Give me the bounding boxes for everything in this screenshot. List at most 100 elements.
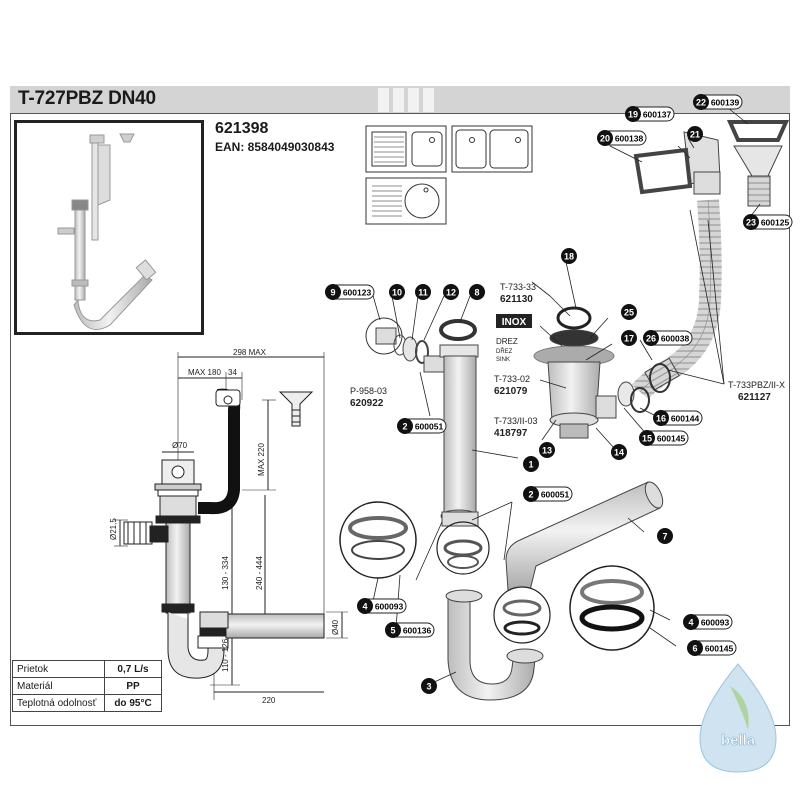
annotation: P-958-03	[350, 386, 387, 396]
part-code: 600093	[701, 618, 730, 628]
part-number: 4	[362, 602, 367, 612]
annotation: T-733-02	[494, 374, 530, 384]
part-number: 6	[692, 644, 697, 654]
part-number: 18	[564, 252, 574, 262]
part-number: 15	[642, 434, 652, 444]
part-badge: 21	[687, 126, 703, 142]
part-number: 12	[446, 288, 456, 298]
sink-type-icons	[365, 125, 533, 225]
part-badge: 14	[611, 444, 627, 460]
part-number-circle	[389, 284, 405, 300]
annotation: 621127	[738, 392, 771, 403]
part-badge: 12	[443, 284, 459, 300]
sink-icon	[365, 177, 447, 225]
dimension-drawing	[114, 352, 348, 700]
part-code: 600093	[375, 602, 404, 612]
part-number-circle	[611, 444, 627, 460]
spec-label: Prietok	[12, 660, 105, 678]
part-badge: 7	[657, 528, 673, 544]
part-code: 600144	[671, 414, 700, 424]
dim-110-126: 110 - 126	[221, 638, 230, 672]
sink-icon	[451, 125, 533, 173]
part-badge: 600145 6	[687, 640, 737, 656]
part-number-circle	[653, 410, 669, 426]
dim-max-180: MAX 180	[188, 368, 221, 377]
part-number-circle	[443, 284, 459, 300]
spec-value: do 95°C	[104, 694, 162, 712]
title-stripe	[378, 88, 389, 112]
spec-value: PP	[104, 677, 162, 695]
dim-298-max: 298 MAX	[233, 348, 267, 357]
dim-130-334: 130 - 334	[221, 556, 230, 590]
part-badge: 600125 23	[743, 214, 793, 230]
annotation: T-733-33	[500, 282, 536, 292]
part-number-circle	[693, 94, 709, 110]
part-number: 23	[746, 218, 756, 228]
part-badge: 25	[621, 304, 637, 320]
part-badge: 10	[389, 284, 405, 300]
part-number: 4	[688, 618, 693, 628]
part-number-circle	[561, 248, 577, 264]
part-number-circle	[643, 330, 659, 346]
part-number: 8	[474, 288, 479, 298]
spec-label: Materiál	[12, 677, 105, 695]
bella-logo: bella	[699, 663, 777, 773]
part-number-circle	[621, 304, 637, 320]
dim-40: Ø40	[331, 619, 340, 635]
part-code: 600123	[343, 288, 372, 298]
part-number-circle	[639, 430, 655, 446]
annotation: SINK	[496, 357, 510, 363]
dim-34: 34	[228, 368, 237, 377]
part-number-circle	[325, 284, 341, 300]
title-stripe	[408, 88, 419, 112]
product-code: 621398	[215, 120, 269, 137]
part-number: 13	[542, 446, 552, 456]
part-number-circle	[469, 284, 485, 300]
part-number: 2	[528, 490, 533, 500]
part-badge: 600051 2	[523, 486, 573, 502]
part-number-circle	[357, 598, 373, 614]
brand-name: bella	[721, 732, 756, 749]
exploded-view	[339, 107, 790, 701]
part-number-circle	[657, 528, 673, 544]
part-badge: 18	[561, 248, 577, 264]
spec-value: 0,7 L/s	[104, 660, 162, 678]
part-number: 22	[696, 98, 706, 108]
part-badge: 11	[415, 284, 431, 300]
part-code: 600145	[705, 644, 734, 654]
part-number-circle	[523, 456, 539, 472]
part-code: 600051	[541, 490, 570, 500]
part-number: 5	[390, 626, 395, 636]
part-number-circle	[687, 640, 703, 656]
part-code: 600137	[643, 110, 672, 120]
dim-max-220: MAX 220	[257, 443, 266, 476]
inox-label: INOX	[502, 317, 527, 328]
part-number-circle	[385, 622, 401, 638]
sink-icon	[365, 125, 447, 173]
part-number-circle	[687, 126, 703, 142]
part-code: 600125	[761, 218, 790, 228]
part-number-circle	[523, 486, 539, 502]
part-code: 600136	[403, 626, 432, 636]
product-title: T-727PBZ DN40	[18, 88, 156, 109]
product-photo	[57, 133, 157, 330]
ean-code: EAN: 8584049030843	[215, 140, 335, 154]
part-number-circle	[625, 106, 641, 122]
title-stripe	[423, 88, 434, 112]
annotation: 620922	[350, 398, 384, 409]
part-badge: 600093 4	[683, 614, 733, 630]
dimension-labels: 298 MAX MAX 180 34 MAX 220 Ø70 Ø21,5 130…	[109, 348, 340, 705]
part-number: 14	[614, 448, 624, 458]
part-number-circle	[597, 130, 613, 146]
annotation: DŘEZ	[496, 347, 513, 355]
